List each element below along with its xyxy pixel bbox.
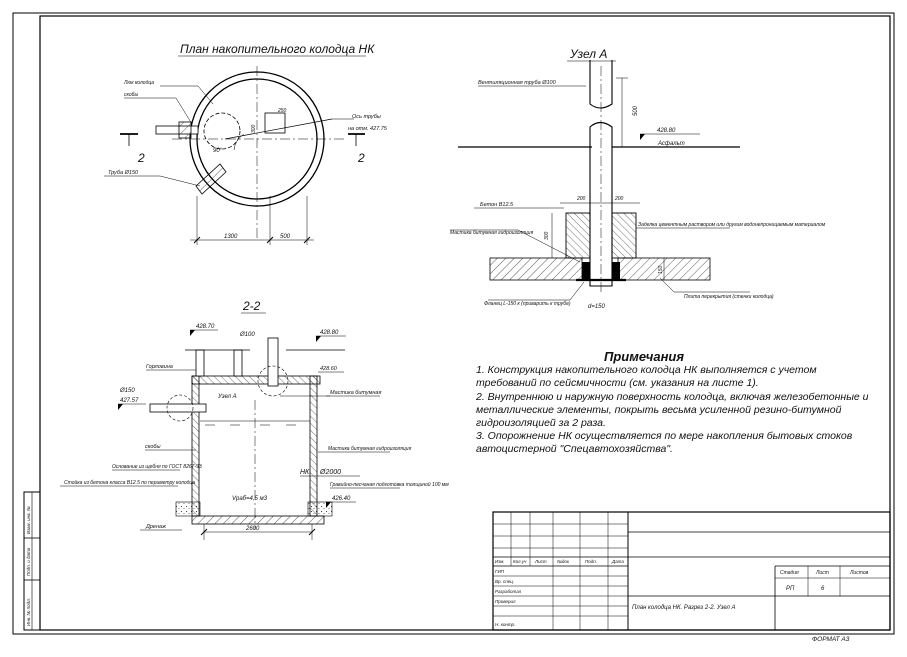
section-nk: НК xyxy=(300,469,310,476)
stamp-stage-label: Стадия xyxy=(780,570,799,576)
notes-title: Примечания xyxy=(604,349,685,364)
section-node-a: Узел А xyxy=(217,394,237,400)
section-pipe-elev: 427.57 xyxy=(120,398,139,404)
plan-title: План накопительного колодца НК xyxy=(180,42,375,56)
stamp-role-3: Проверил xyxy=(495,599,516,604)
stamp-h5: Дата xyxy=(611,559,624,564)
plan-pipe-label: Труба Ø150 xyxy=(108,170,139,176)
plan-bracket-label: скобы xyxy=(124,92,138,98)
section-pipe-top: Ø100 xyxy=(239,332,255,338)
section-drain: Дренаж xyxy=(145,524,166,530)
stamp-drawing-title: План колодца НК. Разрез 2-2. Узел А xyxy=(632,605,736,611)
note-item-2: 2. Внутреннюю и наружную поверхность кол… xyxy=(476,390,869,430)
format-label: ФОРМАТ А3 xyxy=(812,636,850,643)
side-label-3: Инв. № подл. xyxy=(26,598,31,626)
node-ground-elev: 428.80 xyxy=(657,128,676,134)
node-top-dim2: 200 xyxy=(614,196,624,202)
plan-section-right: 2 xyxy=(357,151,365,165)
node-bitum: Мастика битумная гидроизоляция xyxy=(450,230,534,236)
side-label-2: Подп. и дата xyxy=(26,547,31,576)
section-base: Стойка из бетона класса В12.5 по перимет… xyxy=(64,479,195,486)
plan-section-left: 2 xyxy=(137,151,145,165)
node-pipe-dia: d=150 xyxy=(588,304,606,310)
side-stamp: Взам. инв. № Подп. и дата Инв. № подл. xyxy=(23,491,41,631)
stamp-h1: Кол.уч xyxy=(513,559,527,564)
node-beton: Бетон В12.5 xyxy=(480,202,514,208)
node-seal: Заделка цементным раствором или другим в… xyxy=(638,222,826,228)
node-asphalt: Асфальт xyxy=(657,141,685,147)
sheet-frame xyxy=(12,12,895,635)
plan-angle: 90° xyxy=(213,148,223,154)
section-pipe-in: Ø150 xyxy=(119,388,135,394)
section-mastic2: Мастика битумная гидроизоляция xyxy=(328,446,412,452)
plan-axis-label: Ось трубы xyxy=(352,114,381,120)
stamp-role-1: Вр. спец. xyxy=(495,579,514,584)
section-elev-top: 428.70 xyxy=(196,324,215,330)
stamp-stage: РП xyxy=(786,586,795,592)
plan-dim-500: 500 xyxy=(280,234,291,240)
node-vent-label: Вентиляционная труба Ø100 xyxy=(478,80,557,86)
node-slab: Плита перекрытия (стенки колодца) xyxy=(684,294,774,300)
note-item-3: 3. Опорожнение НК осуществляется по мере… xyxy=(476,430,853,456)
stamp-role-4: Н. контр. xyxy=(495,622,515,627)
stamp-sheets-label: Листов xyxy=(849,570,869,576)
node-title: Узел А xyxy=(569,47,607,61)
node-side-dim: 300 xyxy=(544,231,550,240)
plan-dim-300: 300 xyxy=(251,124,257,133)
stamp-sheet: 6 xyxy=(821,586,825,592)
section-elev-right: 428.80 xyxy=(320,330,339,336)
node-top-dim: 200 xyxy=(576,196,586,202)
stamp-role-2: Разработал xyxy=(495,589,522,594)
note-item-1: 1. Конструкция накопительного колодца НК… xyxy=(476,364,817,390)
stamp-h0: Изм. xyxy=(495,559,505,564)
section-brackets: скобы xyxy=(145,444,161,450)
stamp-h2: Лист xyxy=(534,559,547,564)
side-label-1: Взам. инв. № xyxy=(26,506,31,534)
section-gravel: Гравийно-песчаная подготовка толщиной 10… xyxy=(330,481,449,488)
stamp-h3: №док xyxy=(557,559,570,564)
node-flange: Фланец L-150 к (приварить к трубе) xyxy=(484,301,571,307)
section-hatch: Горловина xyxy=(146,364,173,370)
section-view: 2-2 428.70 Ø100 428.80 Горловина 428.60 xyxy=(60,299,449,540)
section-nk-dia: Ø2000 xyxy=(319,469,341,476)
plan-dim-1300: 1300 xyxy=(224,234,238,240)
section-volume: Vраб=4,5 м3 xyxy=(232,496,268,502)
node-height-dim: 500 xyxy=(633,105,639,116)
notes-block: Примечания 1. Конструкция накопительного… xyxy=(476,350,876,457)
plan-dim-250: 250 xyxy=(277,108,287,114)
section-mastic: Мастика битумная xyxy=(330,390,381,396)
stamp-sheet-label: Лист xyxy=(815,570,829,576)
section-title: 2-2 xyxy=(242,299,261,313)
stamp-role-0: ГИП xyxy=(495,569,505,574)
section-elev-bottom: 426.40 xyxy=(332,496,351,502)
stamp-h4: Подп. xyxy=(585,559,597,564)
plan-hatch-label: Люк колодца xyxy=(123,80,154,86)
title-block: Изм. Кол.уч Лист №док Подп. Дата ГИП Вр.… xyxy=(492,511,891,631)
plan-axis-elev: на отм. 427.75 xyxy=(348,126,388,132)
section-elev-mid: 428.60 xyxy=(320,366,338,372)
node-a-view: Узел А Вентиляционная труба Ø100 500 428… xyxy=(450,47,826,310)
section-width-dim: 2600 xyxy=(245,526,260,532)
node-slab-dim: 150 xyxy=(658,265,664,274)
plan-view: План накопительного колодца НК 90° 2 2 Л… xyxy=(104,42,388,245)
section-kerb: Основание из щебня по ГОСТ 8267-93 xyxy=(112,464,202,470)
